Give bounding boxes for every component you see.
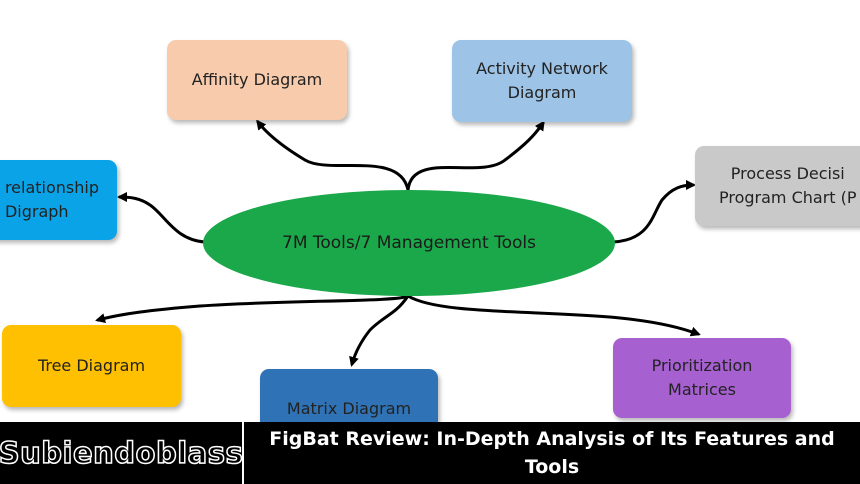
headline-text: FigBat Review: In-Depth Analysis of Its … [269, 428, 835, 478]
interrelationship-digraph-label: relationship Digraph [4, 178, 99, 221]
center-topic-label: 7M Tools/7 Management Tools [282, 233, 536, 253]
prioritization-matrices-box: Prioritization Matrices [613, 338, 791, 418]
article-headline[interactable]: FigBat Review: In-Depth Analysis of Its … [244, 422, 860, 484]
interrelationship-digraph-box: relationship Digraph [0, 160, 117, 240]
affinity-diagram-label: Affinity Diagram [191, 70, 323, 89]
matrix-diagram-label: Matrix Diagram [286, 399, 412, 418]
center-topic-ellipse: 7M Tools/7 Management Tools [203, 190, 615, 296]
activity-network-diagram-box: Activity Network Diagram [452, 40, 632, 122]
tree-diagram-label: Tree Diagram [37, 356, 146, 375]
arrow-to-interrelationship [117, 192, 207, 244]
activity-network-diagram-label: Activity Network Diagram [476, 59, 608, 102]
arrow-to-activity [406, 120, 545, 192]
arrow-to-affinity [256, 119, 410, 192]
tree-diagram-box: Tree Diagram [2, 325, 181, 407]
arrow-to-matrix [349, 294, 410, 367]
pdpc-box: Process Decisi Program Chart (P [695, 146, 860, 226]
arrow-to-pdpc [611, 180, 696, 244]
affinity-diagram-box: Affinity Diagram [167, 40, 347, 120]
prioritization-matrices-label: Prioritization Matrices [651, 356, 753, 399]
arrow-to-tree [95, 294, 410, 323]
arrow-to-prioritization [406, 294, 701, 337]
connector-arrows [95, 119, 701, 367]
brand-name: Subiendoblass [0, 435, 244, 471]
matrix-diagram-box: Matrix Diagram [260, 369, 438, 422]
brand-logo[interactable]: Subiendoblass [0, 422, 244, 484]
pdpc-label: Process Decisi Program Chart (P [719, 164, 857, 207]
mind-map-diagram: Affinity Diagram Activity Network Diagra… [0, 40, 860, 422]
footer-banner: Subiendoblass FigBat Review: In-Depth An… [0, 422, 860, 484]
